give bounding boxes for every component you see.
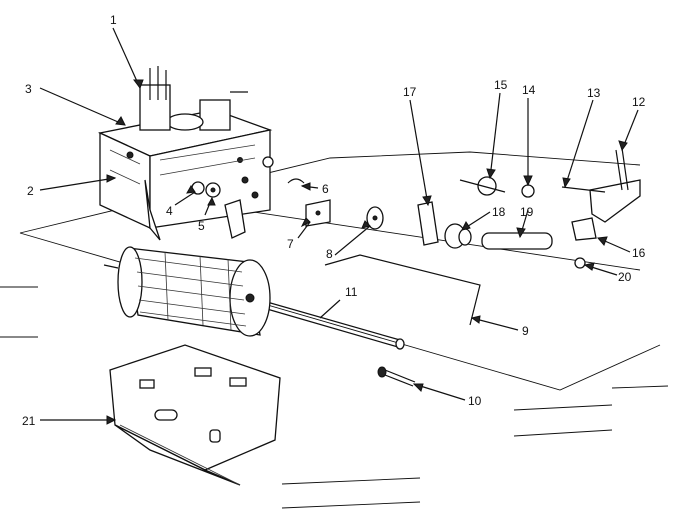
- rod-9: [324, 254, 481, 326]
- callout-18: 18: [492, 205, 506, 219]
- bolt-10: [377, 366, 416, 387]
- callout-13: 13: [587, 86, 601, 100]
- callout-12: 12: [632, 95, 646, 109]
- callout-labels: 1 3 2 4 5 6 7 8 9 10 11 12 13 14 15 16 1…: [22, 13, 646, 428]
- callout-6: 6: [322, 182, 329, 196]
- reel-cylinder: [103, 246, 271, 337]
- callout-1: 1: [110, 13, 117, 27]
- gear-housing: [97, 66, 274, 241]
- callout-2: 2: [27, 184, 34, 198]
- leader-lines: [39, 27, 639, 425]
- callout-10: 10: [468, 394, 482, 408]
- callout-17: 17: [403, 85, 417, 99]
- shaft-11: [259, 299, 405, 350]
- small-parts-left: [191, 178, 384, 230]
- callout-16: 16: [632, 246, 646, 260]
- callout-20: 20: [618, 270, 632, 284]
- callout-15: 15: [494, 78, 508, 92]
- callout-19: 19: [520, 205, 534, 219]
- callout-11: 11: [345, 285, 358, 299]
- callout-5: 5: [198, 219, 205, 233]
- callout-4: 4: [166, 204, 173, 218]
- callout-14: 14: [522, 83, 536, 97]
- callout-3: 3: [25, 82, 32, 96]
- guard-21: [109, 344, 281, 486]
- callout-21: 21: [22, 414, 36, 428]
- callout-7: 7: [287, 237, 294, 251]
- callout-9: 9: [522, 324, 529, 338]
- callout-8: 8: [326, 247, 333, 261]
